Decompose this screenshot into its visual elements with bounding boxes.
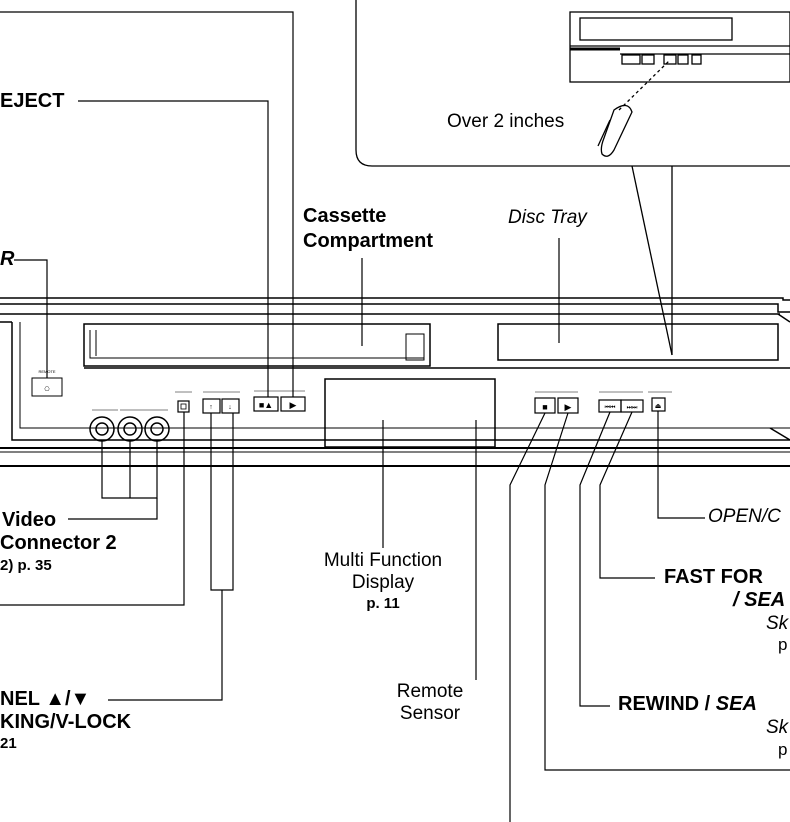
svg-text:▶: ▶	[565, 402, 572, 412]
connector2-page: 2) p. 35	[0, 557, 52, 574]
remote-sensor-line2: Sensor	[399, 703, 461, 724]
svg-text:■: ■	[542, 402, 547, 412]
rewind-skip: Sk	[766, 717, 789, 738]
unit-body	[0, 297, 790, 467]
channel-label: NEL ▲/▼	[0, 688, 91, 710]
rewind-label: REWIND / SEA	[618, 694, 757, 715]
svg-text:↑: ↑	[209, 404, 213, 411]
multi-function-line1: Multi Function	[323, 550, 443, 571]
video-label: Video	[2, 509, 57, 531]
svg-text:⏮⏮: ⏮⏮	[605, 405, 616, 411]
rewind-p: p	[778, 740, 788, 759]
inset-unit	[569, 11, 790, 83]
tracking-page: 21	[0, 735, 17, 752]
tracking-label: KING/V-LOCK	[0, 711, 132, 733]
svg-text:⎔: ⎔	[44, 386, 50, 393]
r-label: R	[0, 248, 15, 270]
cassette-label-line2: Compartment	[303, 230, 434, 252]
open-close-label: OPEN/C	[708, 506, 781, 527]
rewind-text: REWIND /	[618, 693, 716, 715]
multi-function-page: p. 11	[366, 595, 400, 612]
fast-forward-p: p	[778, 635, 788, 654]
svg-text:↓: ↓	[228, 404, 232, 411]
leader-lines	[0, 11, 790, 822]
eject-label: EJECT	[0, 90, 65, 112]
svg-text:▶: ▶	[290, 400, 297, 410]
multi-function-line2: Display	[351, 572, 415, 593]
fast-forward-search: / SEA	[733, 589, 786, 611]
svg-text:■▲: ■▲	[259, 400, 273, 410]
svg-text:⏏: ⏏	[655, 403, 662, 410]
remote-sensor-line1: Remote	[396, 681, 464, 702]
remote-control	[600, 104, 633, 157]
disc-tray-label: Disc Tray	[508, 207, 587, 228]
av-jacks	[89, 409, 170, 442]
disc-tray	[497, 323, 779, 361]
cassette-label-line1: Cassette	[303, 205, 387, 227]
fast-forward-label: FAST FOR	[664, 566, 763, 588]
cassette-compartment	[83, 323, 431, 367]
inset-frame	[355, 0, 790, 167]
panel-buttons: ■▲ ▶ ↑ ↓ ■ ▶ ⏮⏮ ⏭⏭ ⏏	[175, 378, 672, 448]
connector2-label: Connector 2	[0, 532, 117, 554]
over-2-inches-label: Over 2 inches	[447, 111, 565, 132]
svg-text:⏭⏭: ⏭⏭	[627, 405, 638, 411]
fast-forward-skip: Sk	[766, 613, 789, 634]
rewind-search: SEA	[715, 693, 757, 715]
